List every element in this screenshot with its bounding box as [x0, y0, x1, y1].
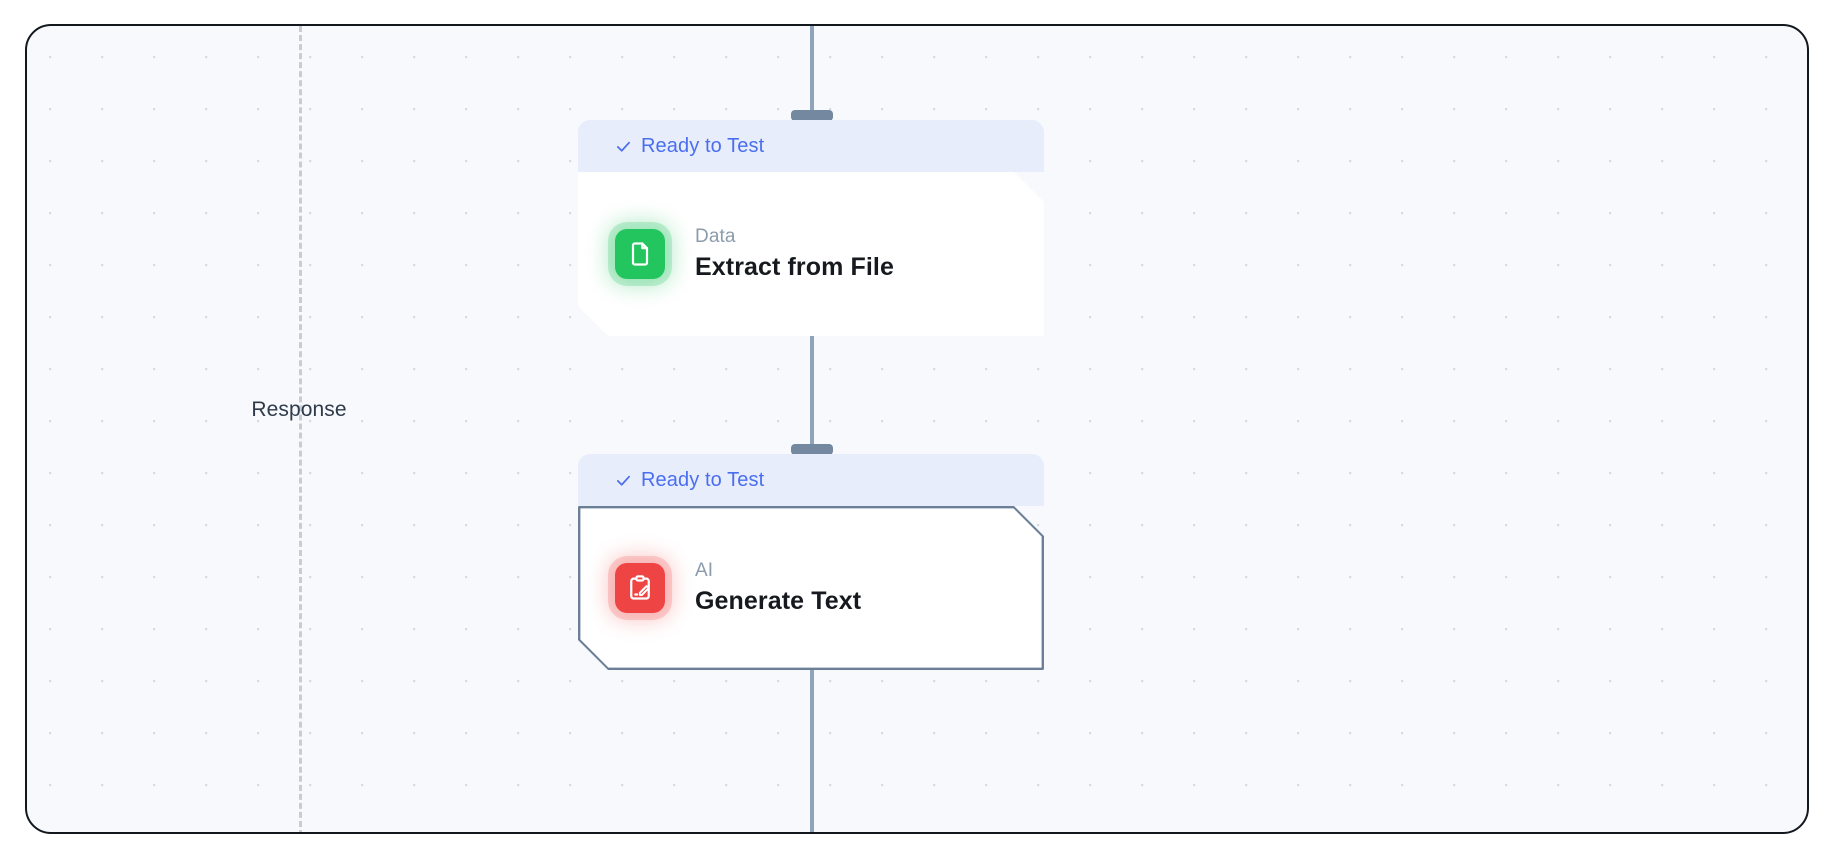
node-status-label: Ready to Test — [641, 134, 765, 157]
lane-label-response: Response — [251, 398, 347, 421]
node-title-label: Extract from File — [695, 253, 894, 281]
node-body[interactable]: Data Extract from File — [578, 172, 1044, 336]
connector-handle-input-generate-text[interactable] — [791, 444, 833, 455]
check-icon — [616, 475, 631, 486]
node-text-block: Data Extract from File — [695, 226, 894, 282]
workflow-canvas[interactable]: Response Ready to Test — [25, 24, 1809, 834]
connector-line-middle[interactable] — [810, 318, 814, 450]
check-icon — [616, 141, 631, 152]
workflow-node-generate-text[interactable]: Ready to Test AI Generate Text — [578, 454, 1044, 670]
node-text-block: AI Generate Text — [695, 560, 861, 616]
node-category-label: Data — [695, 226, 736, 247]
lane-divider — [299, 26, 302, 832]
clipboard-pencil-icon — [615, 563, 665, 613]
node-category-label: AI — [695, 560, 714, 581]
node-status-header[interactable]: Ready to Test — [578, 454, 1044, 506]
connector-handle-input-extract-from-file[interactable] — [791, 110, 833, 121]
node-body[interactable]: AI Generate Text — [578, 506, 1044, 670]
node-status-header[interactable]: Ready to Test — [578, 120, 1044, 172]
connector-line-bottom[interactable] — [810, 648, 814, 832]
node-status-label: Ready to Test — [641, 468, 765, 491]
workflow-node-extract-from-file[interactable]: Ready to Test Data Extract from File — [578, 120, 1044, 336]
node-title-label: Generate Text — [695, 587, 862, 615]
file-document-icon — [615, 229, 665, 279]
connector-line-top[interactable] — [810, 26, 814, 116]
